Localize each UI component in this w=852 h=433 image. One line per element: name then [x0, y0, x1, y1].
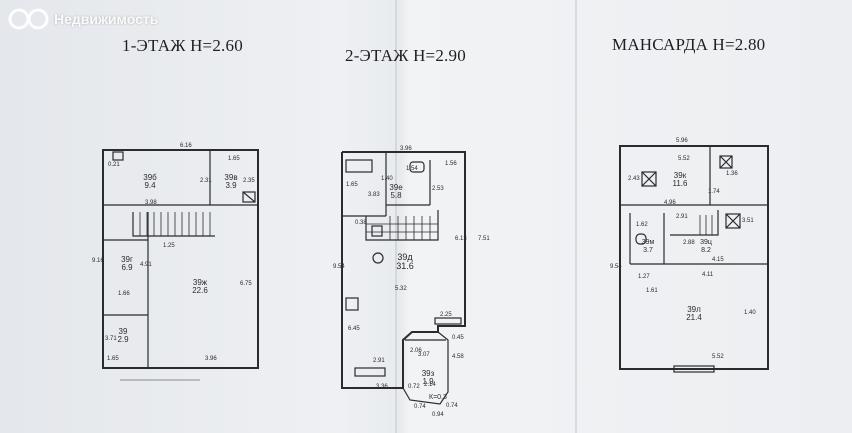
room-label: 39ц — [700, 239, 712, 246]
dimension-label: 6.45 — [348, 326, 360, 332]
dimension-label: 5.96 — [676, 138, 688, 144]
dimension-label: 1.61 — [646, 288, 658, 294]
dimension-label: 2.31 — [200, 178, 212, 184]
dimension-label: 6.13 — [455, 236, 467, 242]
dimension-label: 1.40 — [381, 176, 393, 182]
watermark-text: Недвижимость — [54, 11, 159, 27]
room-label: 39к — [674, 171, 687, 180]
dimension-label: 2.06 — [410, 348, 422, 354]
dimension-label: 2.14 — [424, 382, 436, 388]
dimension-label: 1.56 — [445, 161, 457, 167]
dimension-label: 3.96 — [205, 356, 217, 362]
brand-logo-icon — [8, 8, 49, 30]
paper-fold — [575, 0, 577, 433]
dimension-label: 1.62 — [636, 222, 648, 228]
room-area: 9.4 — [144, 181, 156, 190]
dimension-label: 4.15 — [712, 257, 724, 263]
dimension-label: 0.38 — [355, 220, 367, 226]
dimension-label: 6.75 — [240, 281, 252, 287]
dimension-label: 5.52 — [712, 354, 724, 360]
paper-fold — [395, 0, 397, 433]
dimension-label: 0.74 — [446, 403, 458, 409]
dimension-label: 1.65 — [346, 182, 358, 188]
attic-room-labels: 39к 11.6 39м 3.7 39ц 8.2 39л 21.4 5.96 5… — [610, 138, 756, 360]
room-area: 1.9 — [422, 377, 434, 386]
dimension-label: 2.43 — [628, 176, 640, 182]
room-label: 39л — [687, 305, 701, 314]
dimension-label: 4.58 — [452, 354, 464, 360]
room-area: 3.7 — [643, 247, 653, 254]
floor-2-room-labels: 39е 5.8 39д 31.6 39з 1.9 3.96 1.56 1.54 … — [333, 146, 490, 418]
room-label: 39б — [143, 173, 157, 182]
dimension-label: 9.16 — [92, 258, 104, 264]
dimension-label: 1.27 — [638, 274, 650, 280]
room-area: 22.6 — [192, 286, 208, 295]
dimension-label: 9.54 — [610, 264, 622, 270]
dimension-label: 1.36 — [726, 171, 738, 177]
dimension-label: 0.21 — [108, 162, 120, 168]
room-label: 39г — [121, 255, 133, 264]
floor-1-plan — [102, 149, 259, 381]
dimension-label: 3.98 — [145, 200, 157, 206]
dimension-label: 4.96 — [664, 200, 676, 206]
room-label: 39ж — [193, 278, 208, 287]
k-coefficient-label: К=0.3 — [429, 394, 447, 401]
floor-1-title: 1-ЭТАЖ H=2.60 — [122, 36, 243, 55]
dimension-label: 6.16 — [180, 143, 192, 149]
dimension-label: 2.91 — [676, 214, 688, 220]
dimension-label: 3.36 — [376, 384, 388, 390]
dimension-label: 2.53 — [432, 186, 444, 192]
dimension-label: 1.65 — [107, 356, 119, 362]
dimension-label: 0.94 — [432, 412, 444, 418]
dimension-label: 9.54 — [333, 264, 345, 270]
dimension-label: 1.65 — [228, 156, 240, 162]
dimension-label: 0.72 — [408, 384, 420, 390]
dimension-label: 1.54 — [406, 166, 418, 172]
room-area: 8.2 — [701, 247, 711, 254]
dimension-label: 3.83 — [368, 192, 380, 198]
dimension-label: 3.96 — [400, 146, 412, 152]
room-label: 39 — [119, 327, 128, 336]
dimension-label: 0.74 — [414, 404, 426, 410]
dimension-label: 1.25 — [163, 243, 175, 249]
dimension-label: 1.74 — [708, 189, 720, 195]
dimension-label: 1.66 — [118, 291, 130, 297]
dimension-label: 4.11 — [702, 272, 714, 278]
room-label: 39д — [397, 252, 413, 262]
dimension-label: 3.07 — [418, 352, 430, 358]
room-label: 39з — [422, 369, 435, 378]
dimension-label: 7.51 — [478, 236, 490, 242]
dimension-label: 0.45 — [452, 335, 464, 341]
room-area: 6.9 — [121, 263, 133, 272]
room-area: 5.8 — [390, 191, 402, 200]
watermark: Недвижимость — [8, 8, 158, 30]
room-area: 11.6 — [673, 179, 689, 188]
room-area: 2.9 — [117, 335, 129, 344]
dimension-label: 1.40 — [744, 310, 756, 316]
dimension-label: 2.91 — [373, 358, 385, 364]
room-label: 39м — [642, 239, 655, 246]
floor-2-plan — [341, 151, 466, 405]
dimension-label: 3.51 — [742, 218, 754, 224]
room-label: 39в — [224, 173, 237, 182]
attic-plan — [619, 145, 769, 373]
dimension-label: 5.52 — [678, 156, 690, 162]
dimension-label: 2.35 — [243, 178, 255, 184]
room-label: 39е — [389, 183, 403, 192]
room-area: 3.9 — [225, 181, 237, 190]
dimension-label: 5.32 — [395, 286, 407, 292]
attic-title: МАНСАРДА H=2.80 — [612, 35, 766, 54]
room-area: 21.4 — [686, 313, 702, 322]
dimension-label: 2.25 — [440, 312, 452, 318]
dimension-label: 4.91 — [140, 262, 152, 268]
floor-1-room-labels: 39б 9.4 39в 3.9 39г 6.9 39ж 22.6 39 2.9 … — [92, 143, 255, 362]
room-area: 31.6 — [396, 261, 414, 271]
dimension-label: 3.71 — [105, 336, 117, 342]
dimension-label: 2.88 — [683, 240, 695, 246]
floor-2-title: 2-ЭТАЖ H=2.90 — [345, 46, 466, 65]
